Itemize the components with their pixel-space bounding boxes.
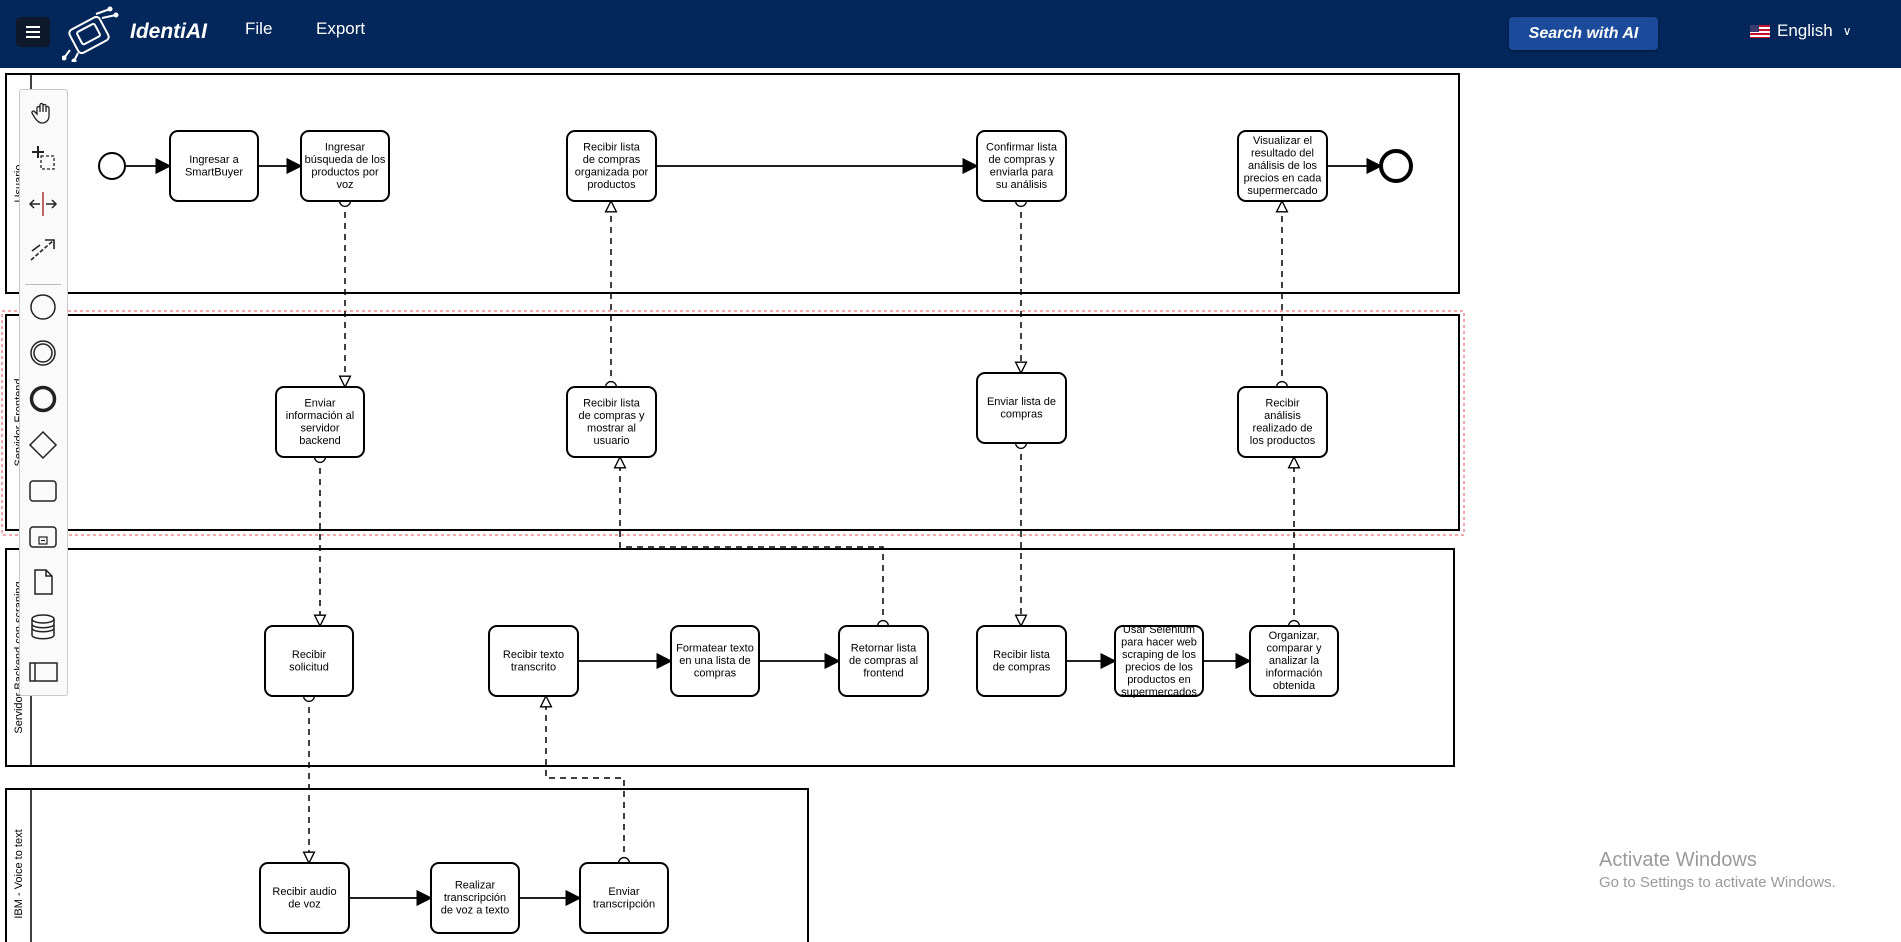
create-end-event[interactable] xyxy=(25,381,61,417)
hand-tool[interactable] xyxy=(25,95,61,131)
create-intermediate-event[interactable] xyxy=(25,335,61,371)
search-with-ai-button[interactable]: Search with AI xyxy=(1509,17,1658,50)
hand-tool-icon xyxy=(31,102,50,124)
pool-selection-outline xyxy=(1,310,1465,536)
tool-palette xyxy=(19,89,68,696)
global-connect-icon xyxy=(30,239,55,261)
pool-ibm[interactable]: IBM - Voice to text xyxy=(5,788,809,942)
create-start-event[interactable] xyxy=(25,289,61,325)
data-store-icon xyxy=(31,614,55,640)
pool-icon xyxy=(29,662,58,682)
space-tool-icon xyxy=(28,192,58,216)
language-selector[interactable]: English ∨ xyxy=(1750,21,1852,41)
us-flag-icon xyxy=(1750,24,1770,38)
brand-name: IdentiAI xyxy=(130,20,207,43)
create-gateway[interactable] xyxy=(25,427,61,463)
language-label: English xyxy=(1777,21,1833,40)
circuit-logo-icon xyxy=(62,6,119,62)
create-pool[interactable] xyxy=(25,654,61,690)
hamburger-icon xyxy=(26,31,40,33)
activate-windows-title: Activate Windows xyxy=(1599,849,1757,871)
subprocess-icon xyxy=(29,526,57,548)
top-bar: IdentiAI File Export Search with AI Engl… xyxy=(0,0,1901,68)
global-connect-tool[interactable] xyxy=(25,231,61,267)
pool-label-ibm: IBM - Voice to text xyxy=(13,829,25,918)
end-event-icon xyxy=(29,385,57,413)
data-object-icon xyxy=(34,569,53,595)
lasso-tool[interactable] xyxy=(25,140,61,176)
intermediate-event-icon xyxy=(30,340,56,366)
create-subprocess[interactable] xyxy=(25,519,61,555)
chevron-down-icon: ∨ xyxy=(1842,24,1852,38)
gateway-icon xyxy=(28,430,58,460)
menu-export[interactable]: Export xyxy=(316,19,366,38)
message-flow xyxy=(546,696,624,863)
palette-separator xyxy=(25,284,61,285)
start-event[interactable] xyxy=(98,152,126,180)
lasso-tool-icon xyxy=(32,146,55,170)
message-flow xyxy=(620,457,883,626)
create-data-object[interactable] xyxy=(25,564,61,600)
activate-windows-subtitle: Go to Settings to activate Windows. xyxy=(1599,874,1836,891)
space-tool[interactable] xyxy=(25,186,61,222)
create-data-store[interactable] xyxy=(25,609,61,645)
menu-file[interactable]: File xyxy=(245,19,273,38)
bpmn-canvas[interactable]: UsuarioServidor FrontendServidor Backend… xyxy=(0,68,1901,942)
end-event[interactable] xyxy=(1379,149,1413,183)
create-task[interactable] xyxy=(25,473,61,509)
task-icon xyxy=(29,480,57,502)
start-event-icon xyxy=(30,294,56,320)
hamburger-menu-button[interactable] xyxy=(16,17,50,47)
